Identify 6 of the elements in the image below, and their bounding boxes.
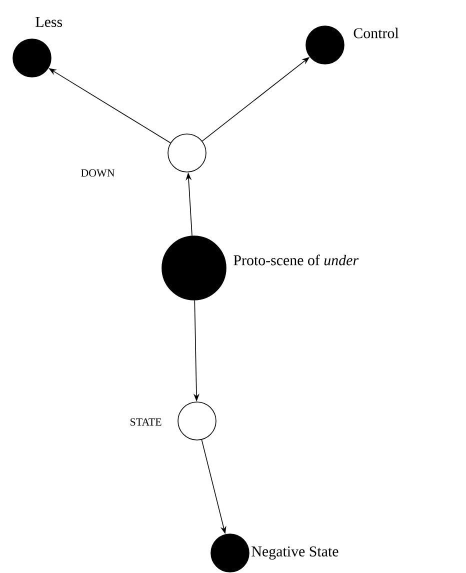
node-label: Less [36, 17, 62, 27]
node-label: STATE [130, 418, 162, 426]
node-label: Negative State [252, 546, 338, 560]
node-label: Proto-scene of under [234, 254, 359, 266]
node-label: DOWN [81, 169, 115, 177]
node-label: Control [354, 28, 399, 38]
